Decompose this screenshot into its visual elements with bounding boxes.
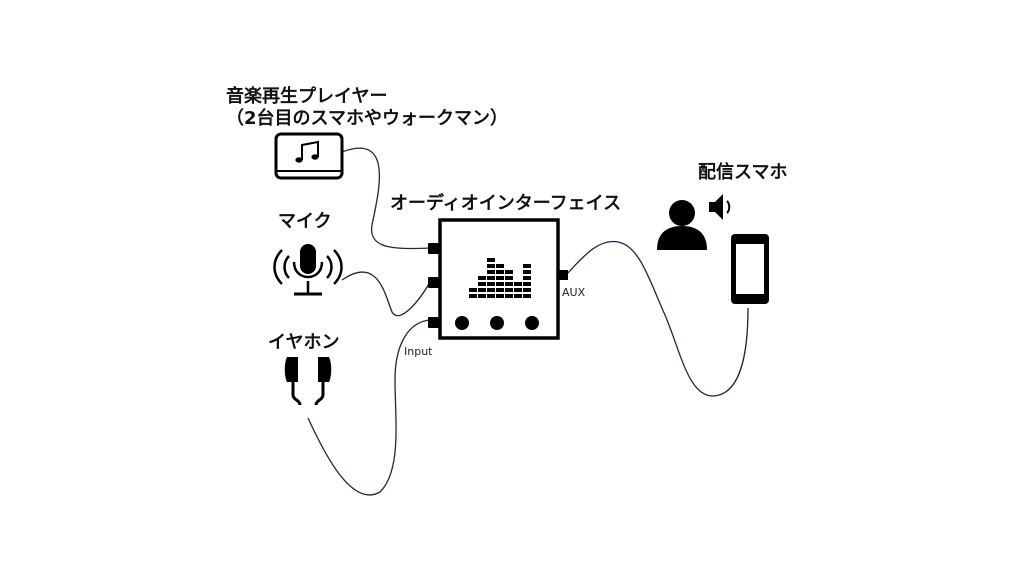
- music-player-device: [274, 132, 344, 180]
- eq-segment: [487, 270, 495, 274]
- eq-segment: [469, 288, 477, 292]
- microphone-icon: [273, 244, 343, 296]
- person-icon: [657, 200, 707, 250]
- eq-segment: [478, 288, 486, 292]
- eq-segment: [496, 264, 504, 268]
- eq-segment: [523, 282, 531, 286]
- equalizer-icon: [469, 258, 531, 298]
- cable-earphones: [307, 319, 431, 496]
- aux-label: AUX: [562, 286, 586, 299]
- eq-segment: [505, 282, 513, 286]
- phone-label: 配信スマホ: [698, 162, 788, 183]
- eq-segment: [496, 270, 504, 274]
- eq-segment: [523, 270, 531, 274]
- eq-segment: [487, 294, 495, 298]
- cable-player: [341, 147, 431, 250]
- speaker-icon: [709, 194, 731, 220]
- earphones-label: イヤホン: [268, 332, 340, 353]
- input-jacks: [428, 243, 440, 328]
- eq-segment: [505, 288, 513, 292]
- eq-segment: [523, 294, 531, 298]
- eq-segment: [487, 258, 495, 262]
- eq-segment: [514, 288, 522, 292]
- eq-segment: [496, 276, 504, 280]
- eq-segment: [478, 282, 486, 286]
- eq-segment: [487, 288, 495, 292]
- eq-segment: [514, 282, 522, 286]
- eq-segment: [469, 294, 477, 298]
- eq-segment: [478, 294, 486, 298]
- sound-waves: [273, 249, 343, 285]
- eq-segment: [514, 294, 522, 298]
- eq-segment: [487, 264, 495, 268]
- eq-segment: [505, 270, 513, 274]
- cable-mic: [341, 271, 431, 317]
- eq-segment: [496, 288, 504, 292]
- eq-segment: [523, 276, 531, 280]
- input-label: Input: [404, 345, 433, 358]
- mic-label: マイク: [278, 211, 332, 232]
- cable-aux: [565, 240, 749, 397]
- knobs: [455, 316, 539, 330]
- eq-segment: [505, 294, 513, 298]
- eq-segment: [523, 264, 531, 268]
- music-note-icon: [295, 140, 319, 163]
- audio-interface-device: [428, 218, 568, 340]
- cables: [307, 147, 749, 496]
- eq-segment: [523, 288, 531, 292]
- eq-segment: [487, 282, 495, 286]
- player-subtitle: （2台目のスマホやウォークマン）: [226, 108, 508, 129]
- player-title: 音楽再生プレイヤー: [226, 86, 388, 107]
- interface-label: オーディオインターフェイス: [390, 193, 622, 214]
- eq-segment: [496, 294, 504, 298]
- eq-segment: [505, 276, 513, 280]
- eq-segment: [478, 276, 486, 280]
- eq-segment: [496, 282, 504, 286]
- eq-segment: [487, 276, 495, 280]
- smartphone-icon: [731, 234, 769, 304]
- aux-jack: [558, 270, 568, 280]
- earphones-icon: [284, 357, 332, 406]
